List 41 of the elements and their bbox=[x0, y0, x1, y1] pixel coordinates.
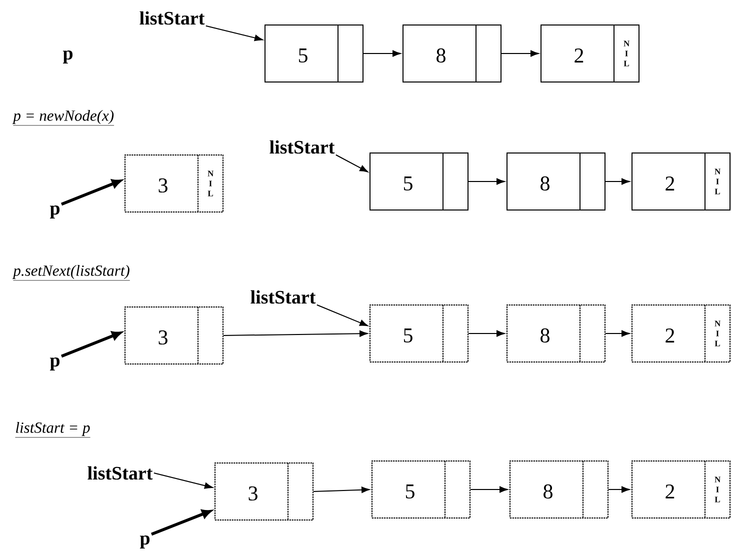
list-node-box: 2 N I L bbox=[540, 24, 640, 82]
list-node-box: 3 bbox=[214, 462, 314, 520]
step-heading: p = newNode(x) bbox=[12, 110, 114, 126]
list-node-box: 5 bbox=[370, 304, 468, 362]
arrow bbox=[470, 486, 508, 493]
pointer-label: p bbox=[62, 50, 72, 64]
arrow bbox=[608, 486, 630, 493]
pointer-label: listStart bbox=[250, 290, 316, 304]
arrow bbox=[223, 330, 368, 337]
arrow bbox=[313, 486, 370, 493]
arrow bbox=[153, 472, 213, 489]
pointer-label: listStart bbox=[270, 140, 335, 154]
list-node-box: 8 bbox=[402, 24, 502, 82]
list-node-box: 5 bbox=[264, 24, 364, 82]
list-node-box: 8 bbox=[506, 152, 606, 210]
arrow bbox=[605, 330, 630, 337]
pointer-label: p bbox=[50, 206, 60, 218]
list-node-box: 2 N I L bbox=[632, 304, 730, 362]
arrow bbox=[468, 178, 505, 185]
list-node-box: 8 bbox=[510, 460, 608, 518]
list-node-box: 3 bbox=[124, 306, 224, 364]
arrow bbox=[363, 50, 401, 57]
list-node-box: 2 N I L bbox=[632, 152, 730, 210]
list-node-box: 3 N I L bbox=[124, 154, 224, 212]
arrow bbox=[605, 178, 630, 185]
step-heading: listStart = p bbox=[15, 422, 90, 438]
arrow bbox=[468, 330, 505, 337]
pointer-label: p bbox=[50, 357, 60, 370]
pointer-label: listStart bbox=[140, 11, 205, 25]
pointer-label: p bbox=[140, 535, 150, 548]
arrow bbox=[150, 510, 212, 536]
step-heading: p.setNext(listStart) bbox=[12, 264, 130, 281]
list-node-box: 2 N I L bbox=[632, 460, 730, 518]
list-node-box: 5 bbox=[370, 152, 468, 210]
arrow bbox=[205, 25, 263, 42]
pointer-label: listStart bbox=[88, 466, 153, 480]
list-node-box: 5 bbox=[372, 460, 470, 518]
arrow bbox=[316, 304, 368, 326]
arrow bbox=[335, 154, 368, 172]
list-node-box: 8 bbox=[506, 304, 606, 362]
arrow bbox=[501, 50, 539, 57]
